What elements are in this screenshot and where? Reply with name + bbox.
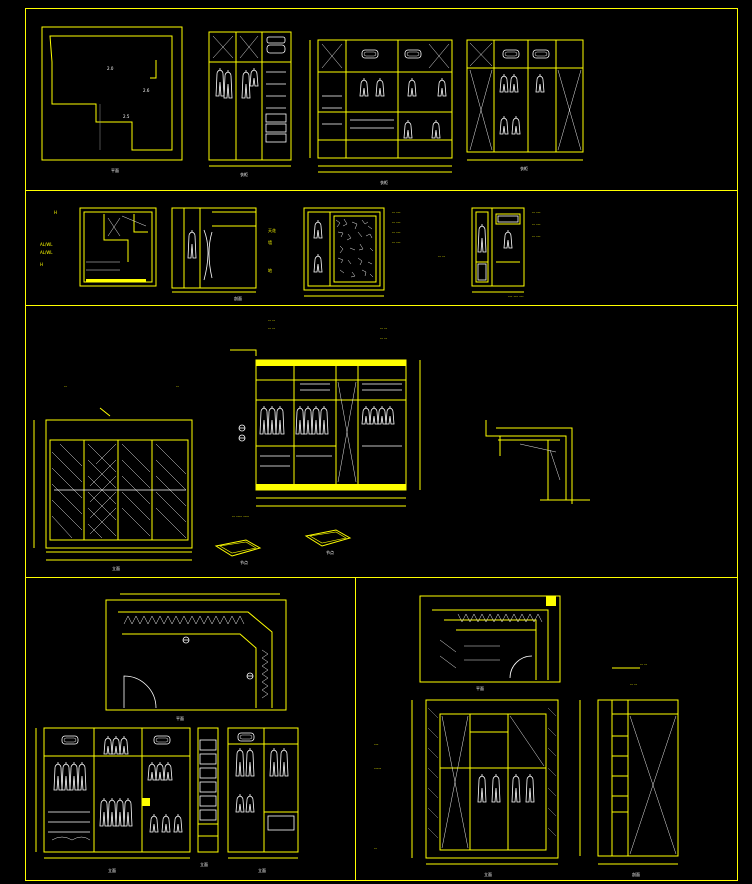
svg-text:-- --: -- -- (438, 254, 446, 259)
svg-text:2.5: 2.5 (123, 114, 130, 119)
svg-text:节点: 节点 (326, 549, 334, 555)
svg-text:2.6: 2.6 (143, 88, 150, 93)
row1-elevation-a: 衣柜 (208, 31, 292, 177)
svg-text:平面: 平面 (111, 168, 119, 173)
svg-text:地: 地 (268, 267, 272, 273)
row3-corner-detail (485, 420, 590, 504)
row4-elevation-2: 立面 (227, 727, 299, 873)
row4-section-b: -- -- -- -- 剖面 (579, 662, 679, 877)
row4-plan-small-2: 平面 (419, 595, 561, 691)
row2-elevation-mosaic: -- --- -- --- -- --- -- --- (303, 207, 401, 297)
svg-text:-- ---- ----: -- ---- ---- (232, 514, 250, 519)
wood-grain-hatch (51, 443, 187, 539)
svg-text:-- ---: -- --- (532, 222, 541, 227)
svg-text:AL/WL: AL/WL (40, 250, 53, 255)
svg-text:天花: 天花 (268, 227, 276, 233)
svg-text:立面: 立面 (108, 867, 116, 873)
wall-hatch (427, 707, 557, 839)
row2-elevation-detail: -- --- -- --- -- --- -- -- --- --- --- (438, 207, 541, 299)
svg-text:-- --: -- -- (268, 326, 276, 331)
row3-elevation-interior: -- -- -- -- -- -- -- -- (230, 318, 421, 507)
row1-plan-view: 2.0 2.6 2.5 平面 (41, 26, 183, 173)
svg-text:平面: 平面 (476, 686, 484, 691)
svg-text:剖面: 剖面 (632, 871, 640, 877)
svg-text:-- --: -- -- (630, 682, 638, 687)
svg-text:--- --- ---: --- --- --- (508, 294, 524, 299)
svg-text:--: -- (176, 384, 179, 389)
svg-text:-- ---: -- --- (392, 240, 401, 245)
svg-text:-- --: -- -- (268, 318, 276, 323)
svg-text:-----: ----- (374, 766, 382, 771)
row4-elevation-narrow: 立面 (197, 727, 219, 867)
sheet-frame (25, 8, 738, 881)
svg-text:-- ---: -- --- (392, 230, 401, 235)
svg-text:衣柜: 衣柜 (380, 179, 388, 185)
svg-text:2.0: 2.0 (107, 66, 114, 71)
row1-elevation-c: 衣柜 (466, 39, 584, 171)
svg-text:--: -- (64, 384, 67, 389)
svg-text:-- --: -- -- (640, 662, 648, 667)
svg-text:-- ---: -- --- (532, 234, 541, 239)
row4-walk-in-plan: 平面 (105, 593, 287, 721)
door-swing-icon (123, 675, 157, 709)
svg-text:立面: 立面 (112, 565, 120, 571)
svg-text:立面: 立面 (484, 871, 492, 877)
row2-section-a: 天花 墙 地 剖面 (171, 207, 276, 301)
row3-handle-details: -- ---- ---- 节点 节点 (214, 514, 352, 565)
svg-text:--: -- (374, 846, 377, 851)
row2-plan-small: AL/WL AL/WL H H (40, 207, 157, 287)
svg-text:-- ---: -- --- (532, 210, 541, 215)
svg-text:-- --: -- -- (380, 326, 388, 331)
row4-elevation-3: --- ----- -- 立面 (374, 699, 559, 877)
svg-text:衣柜: 衣柜 (520, 165, 528, 171)
svg-text:AL/WL: AL/WL (40, 242, 53, 247)
row3-elevation-sliding-doors: -- -- 立面 (33, 384, 193, 571)
svg-text:立面: 立面 (200, 861, 208, 867)
row1-elevation-b: 衣柜 (309, 39, 453, 185)
svg-text:墙: 墙 (268, 239, 272, 245)
svg-text:立面: 立面 (258, 867, 266, 873)
svg-text:剖面: 剖面 (234, 295, 242, 301)
svg-text:衣柜: 衣柜 (240, 171, 248, 177)
svg-text:-- --: -- -- (380, 336, 388, 341)
svg-text:-- ---: -- --- (392, 220, 401, 225)
svg-text:节点: 节点 (240, 559, 248, 565)
mosaic-texture (335, 218, 374, 278)
svg-text:---: --- (374, 742, 379, 747)
svg-text:平面: 平面 (176, 716, 184, 721)
svg-text:H: H (54, 210, 57, 215)
row4-elevation-1: 立面 (35, 727, 191, 873)
svg-text:-- ---: -- --- (392, 210, 401, 215)
svg-text:H: H (40, 262, 43, 267)
